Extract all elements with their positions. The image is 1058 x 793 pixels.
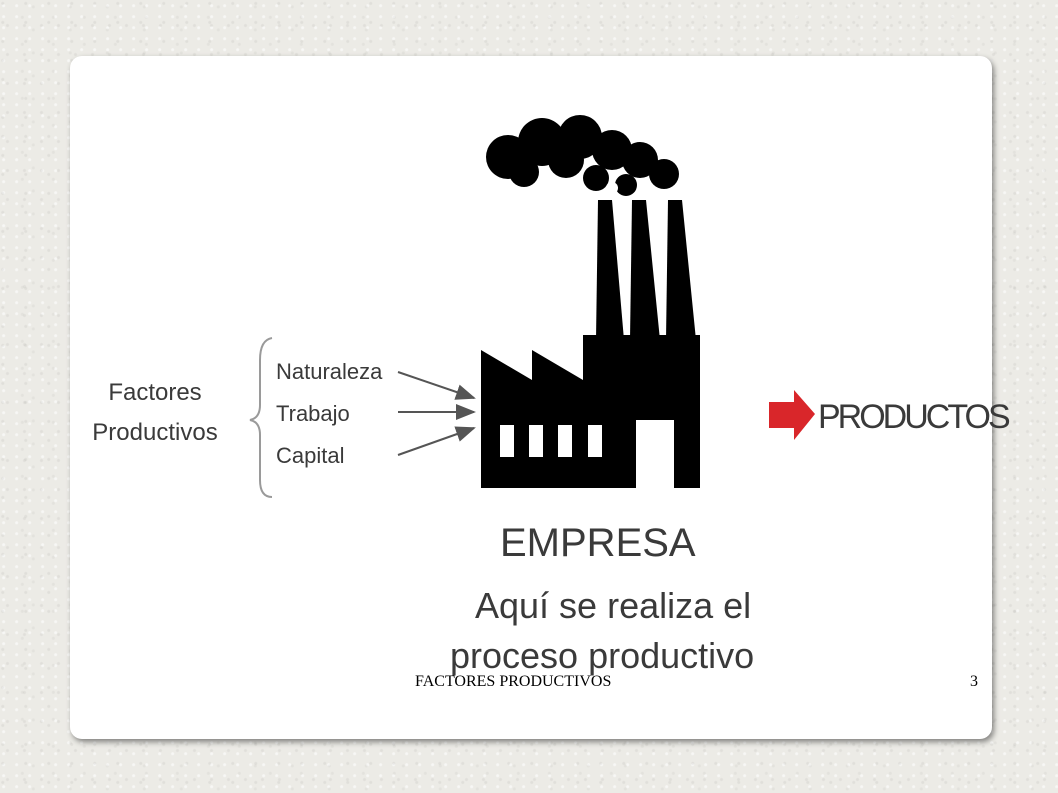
output-label: PRODUCTOS — [818, 398, 1010, 436]
description-line2: proceso productivo — [450, 635, 754, 676]
left-label-line1: Factores — [108, 379, 201, 406]
red-arrow-icon — [769, 390, 815, 440]
company-label: EMPRESA — [500, 521, 696, 565]
factor-capital: Capital — [276, 443, 344, 468]
input-arrow-1 — [397, 371, 476, 400]
factory-icon — [481, 115, 700, 488]
factor-trabajo: Trabajo — [276, 401, 350, 426]
description-line1: Aquí se realiza el — [475, 585, 751, 626]
brace-icon — [249, 337, 273, 498]
input-arrow-3 — [397, 426, 476, 456]
slide-number: 3 — [970, 673, 978, 690]
slide-footer-title: FACTORES PRODUCTIVOS — [415, 673, 612, 690]
factor-naturaleza: Naturaleza — [276, 359, 383, 384]
left-label-line2: Productivos — [92, 419, 217, 446]
